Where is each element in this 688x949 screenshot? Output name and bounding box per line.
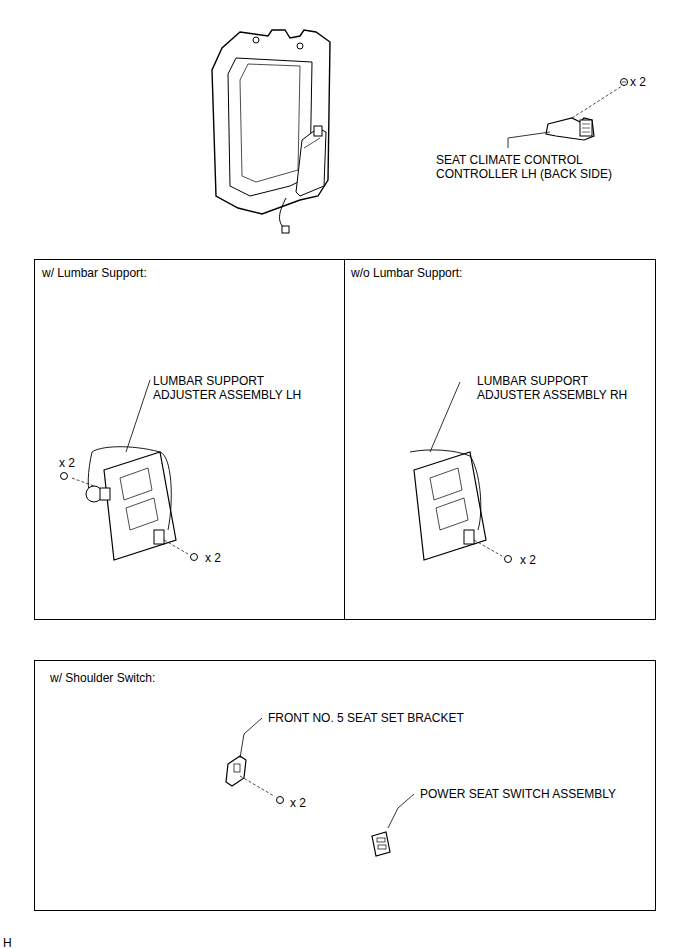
seat-set-bracket: [226, 718, 284, 804]
controller: [508, 79, 628, 149]
page-mark: H: [3, 936, 12, 949]
part-name: FRONT NO. 5 SEAT SET BRACKET: [268, 711, 464, 725]
panel-heading: w/ Lumbar Support:: [42, 266, 344, 280]
panel-heading: w/o Lumbar Support:: [351, 266, 655, 280]
quantity-mark: x 2: [205, 551, 221, 565]
lumbar-adjuster-rh: [410, 382, 512, 563]
part-name: LUMBAR SUPPORT ADJUSTER ASSEMBLY LH: [153, 374, 318, 402]
quantity-mark: x 2: [520, 553, 536, 567]
variant-panel: w/o Lumbar Support:: [344, 259, 656, 620]
variant-panel: w/ Shoulder Switch:: [34, 660, 656, 911]
part-name: POWER SEAT SWITCH ASSEMBLY: [420, 787, 616, 801]
part-name: LUMBAR SUPPORT ADJUSTER ASSEMBLY RH: [477, 374, 642, 402]
variant-panel: w/ Lumbar Support:: [34, 259, 345, 620]
panel-heading: w/ Shoulder Switch:: [50, 671, 655, 685]
lumbar-adjuster-lh: [61, 380, 198, 561]
quantity-mark: x 2: [630, 75, 646, 89]
quantity-mark: x 2: [290, 796, 306, 810]
quantity-mark: x 2: [59, 456, 75, 470]
seat-frame: [212, 30, 330, 233]
power-seat-switch: [372, 794, 414, 856]
part-name: SEAT CLIMATE CONTROL CONTROLLER LH (BACK…: [436, 153, 636, 181]
